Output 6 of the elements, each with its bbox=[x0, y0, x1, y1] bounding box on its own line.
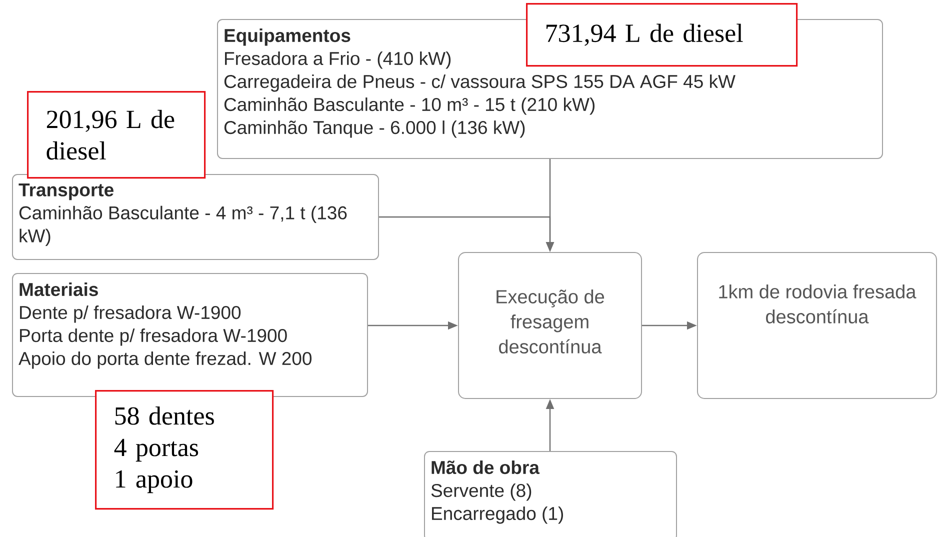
note-box: 731,94 L de diesel bbox=[526, 3, 798, 67]
result-box: 1km de rodovia fresada descontínua bbox=[697, 252, 937, 399]
process-box: Execução de fresagem descontínua bbox=[458, 252, 642, 399]
note-box: 58 dentes 4 portas 1 apoio bbox=[95, 390, 274, 510]
process-box: Mão de obra Servente (8) Encarregado (1) bbox=[424, 451, 677, 537]
note-box: 201,96 L de diesel bbox=[27, 91, 206, 179]
